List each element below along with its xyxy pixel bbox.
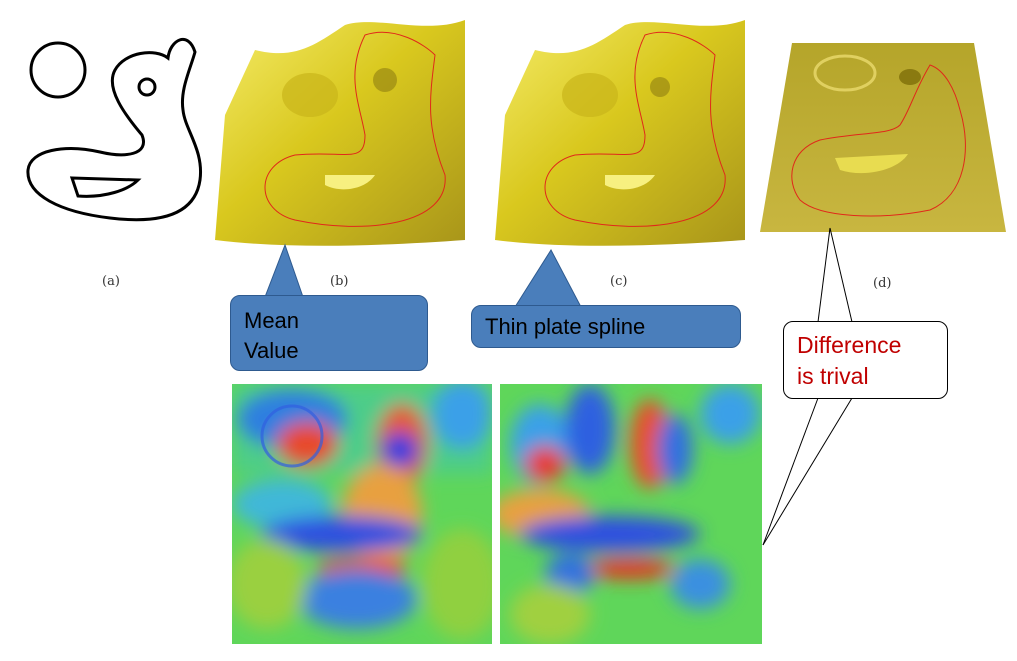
panel-c-surface xyxy=(495,20,745,246)
mean-value-callout: Mean Value xyxy=(230,295,428,371)
mean-value-line1: Mean xyxy=(244,308,300,333)
caption-c: (c) xyxy=(610,274,628,289)
heatmap-mean-value xyxy=(232,384,492,644)
mean-value-pointer xyxy=(264,243,304,298)
thin-plate-callout: Thin plate spline xyxy=(471,305,741,348)
caption-a: (a) xyxy=(102,274,120,289)
heatmap-thin-plate xyxy=(500,384,762,644)
eye-outline xyxy=(137,77,157,97)
caption-d: (d) xyxy=(873,276,892,291)
difference-callout: Difference is trival xyxy=(783,321,948,399)
caption-b: (b) xyxy=(330,274,349,289)
difference-line1: Difference xyxy=(797,332,902,358)
duck-outline xyxy=(26,37,203,222)
thin-plate-label: Thin plate spline xyxy=(485,314,646,339)
panel-a-outline xyxy=(26,37,203,222)
panel-d-surface xyxy=(760,43,1006,232)
thin-plate-pointer xyxy=(514,249,582,308)
panel-b-surface xyxy=(215,20,465,246)
circle-outline xyxy=(29,41,87,99)
mean-value-line2: Value xyxy=(244,338,299,363)
mouth-outline xyxy=(69,176,142,198)
difference-line2: is trival xyxy=(797,363,869,389)
